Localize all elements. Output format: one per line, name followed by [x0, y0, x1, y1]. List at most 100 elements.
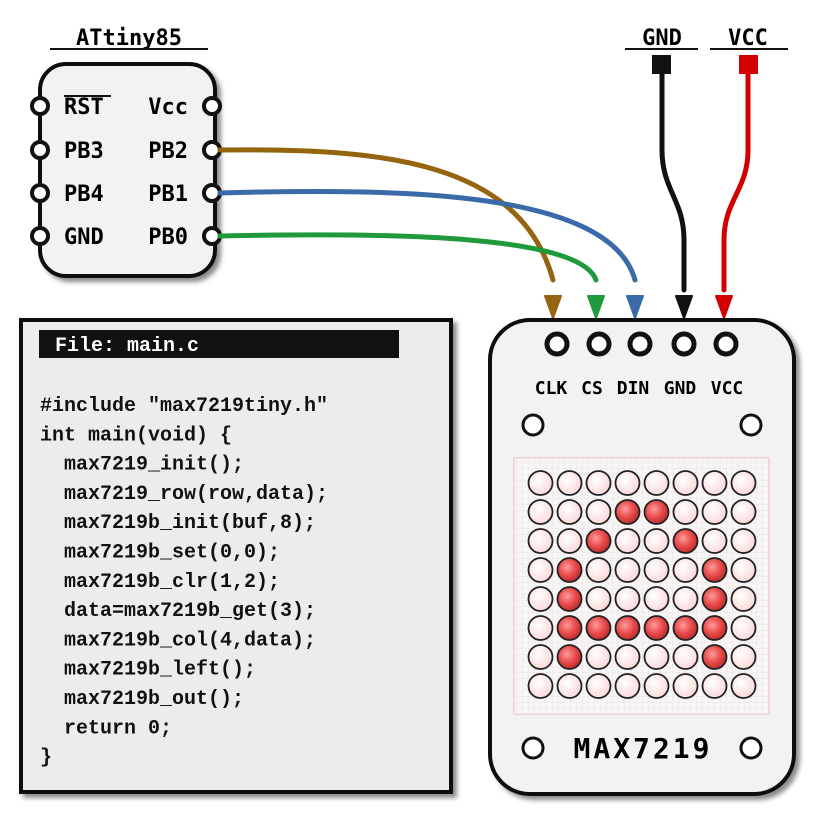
code-line: #include "max7219tiny.h": [40, 395, 328, 418]
module-pin-label-0: CLK: [535, 378, 568, 399]
wire-vcc: [721, 71, 751, 293]
led-on: [614, 499, 641, 525]
wire-din-arrow: [626, 295, 644, 319]
module-pin-label-2: DIN: [617, 378, 650, 399]
led-off: [672, 499, 699, 525]
code-line: max7219b_col(4,data);: [40, 629, 316, 652]
led-off: [614, 557, 641, 583]
led-on: [556, 586, 583, 612]
pin-pb3: [30, 140, 50, 160]
code-line: data=max7219b_get(3);: [40, 600, 316, 623]
module-name: MAX7219: [573, 732, 712, 765]
module-pin-label-4: VCC: [711, 378, 744, 399]
led-off: [614, 673, 641, 699]
wire-cs-arrow: [587, 295, 605, 319]
vcc-header-label: VCC: [728, 26, 768, 51]
mount-hole-bottom-left: [521, 736, 545, 760]
pin-rst: [30, 96, 50, 116]
led-off: [730, 528, 757, 554]
led-off: [527, 586, 554, 612]
pin-label-left-1: PB3: [64, 139, 104, 164]
code-line: }: [40, 747, 52, 770]
led-off: [585, 557, 612, 583]
code-line: max7219b_out();: [40, 688, 244, 711]
pin-pb4: [30, 183, 50, 203]
wire-din: [217, 188, 638, 283]
mount-hole-top-left: [521, 413, 545, 437]
pin-label-right-0: Vcc: [148, 95, 188, 120]
led-on: [556, 644, 583, 670]
led-off: [643, 644, 670, 670]
led-off: [672, 470, 699, 496]
file-label: File: main.c: [55, 335, 199, 358]
led-off: [701, 499, 728, 525]
led-off: [701, 470, 728, 496]
led-on: [701, 644, 728, 670]
led-off: [614, 586, 641, 612]
code-line: max7219b_set(0,0);: [40, 542, 280, 565]
code-line: int main(void) {: [40, 424, 232, 447]
led-on: [701, 557, 728, 583]
led-off: [730, 470, 757, 496]
wire-clk: [217, 147, 556, 283]
led-off: [672, 557, 699, 583]
led-off: [527, 557, 554, 583]
led-on: [643, 499, 670, 525]
led-on: [672, 615, 699, 641]
chip-title: ATtiny85: [76, 26, 182, 51]
led-off: [614, 470, 641, 496]
wire-clk-arrow: [544, 295, 562, 319]
led-off: [556, 673, 583, 699]
max7219-module: CLK CS DIN GND VCC MAX7219: [488, 318, 796, 796]
module-pin-clk: [544, 331, 570, 357]
led-off: [643, 528, 670, 554]
module-pin-label-1: CS: [581, 378, 603, 399]
code-panel-frame: [19, 318, 453, 794]
wire-vcc-arrow: [715, 295, 733, 319]
wires: [217, 71, 751, 319]
led-on: [556, 557, 583, 583]
led-off: [643, 557, 670, 583]
led-off: [672, 673, 699, 699]
led-on: [701, 586, 728, 612]
module-pin-gnd: [671, 331, 697, 357]
module-pin-label-3: GND: [664, 378, 697, 399]
led-matrix-panel: [513, 457, 770, 715]
mount-hole-bottom-right: [739, 736, 763, 760]
power-header: GND VCC: [625, 26, 788, 74]
led-off: [614, 644, 641, 670]
led-off: [585, 470, 612, 496]
pin-gnd: [30, 226, 50, 246]
pin-label-left-0: RST: [64, 95, 104, 120]
code-line: max7219b_left();: [40, 659, 256, 682]
led-off: [730, 586, 757, 612]
led-off: [527, 470, 554, 496]
led-on: [701, 615, 728, 641]
led-on: [585, 615, 612, 641]
led-off: [556, 470, 583, 496]
led-off: [527, 528, 554, 554]
led-off: [643, 470, 670, 496]
led-off: [730, 557, 757, 583]
module-pin-vcc: [713, 331, 739, 357]
led-off: [556, 528, 583, 554]
led-matrix: [527, 470, 757, 699]
wire-gnd-arrow: [675, 295, 693, 319]
led-off: [730, 673, 757, 699]
code-line: return 0;: [40, 717, 172, 740]
pin-label-left-3: GND: [64, 225, 104, 250]
led-off: [701, 528, 728, 554]
led-off: [585, 499, 612, 525]
led-on: [672, 528, 699, 554]
vcc-connector: [739, 55, 758, 74]
code-panel: File: main.c #include "max7219tiny.h" int…: [19, 318, 453, 794]
gnd-header-label: GND: [642, 26, 682, 51]
pin-label-right-3: PB0: [148, 225, 188, 250]
led-on: [643, 615, 670, 641]
wire-gnd: [659, 71, 687, 293]
led-off: [672, 644, 699, 670]
pin-label-right-1: PB2: [148, 139, 188, 164]
led-off: [614, 528, 641, 554]
led-off: [585, 644, 612, 670]
